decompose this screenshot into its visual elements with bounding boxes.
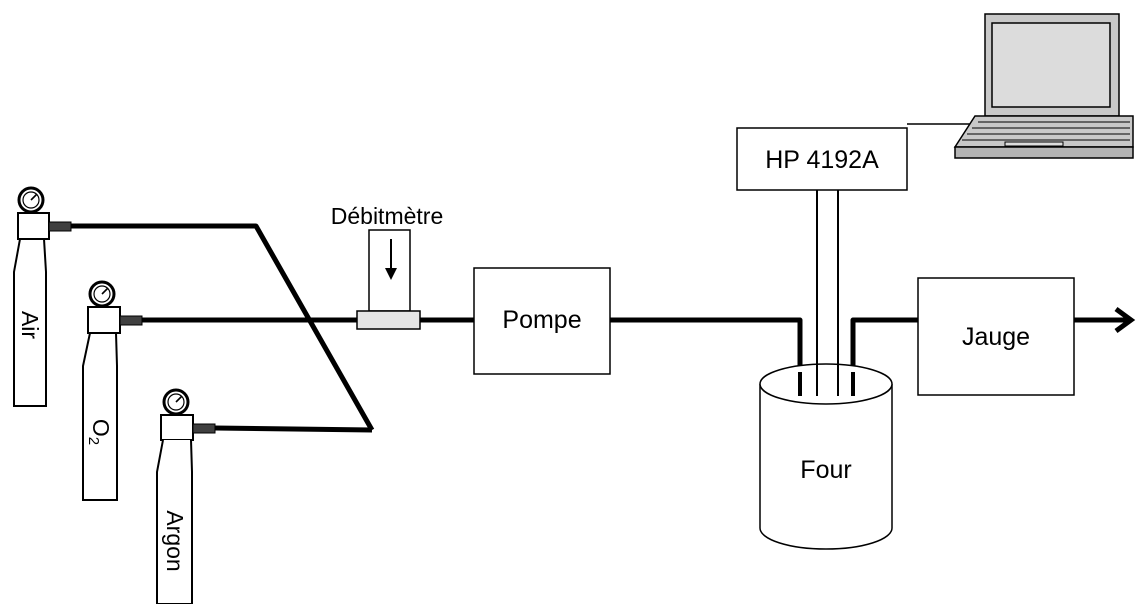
laptop-icon <box>953 13 1134 159</box>
argon-cylinder: Argon <box>156 388 216 604</box>
o2-label-main: O <box>88 419 114 437</box>
pressure-gauge-icon <box>162 388 190 416</box>
flowmeter-label: Débitmètre <box>331 203 443 229</box>
pressure-gauge-box: Jauge <box>917 277 1075 396</box>
furnace-probes <box>816 190 839 396</box>
argon-line <box>214 425 373 433</box>
impedance-analyzer: HP 4192A <box>736 127 908 191</box>
o2-cylinder-label: O2 <box>86 419 115 445</box>
air-cylinder-label: Air <box>17 311 43 339</box>
air-cylinder: Air <box>13 186 72 407</box>
pressure-gauge-icon <box>88 280 116 308</box>
air-line <box>71 223 375 432</box>
furnace: Four <box>759 363 893 550</box>
flowmeter-valve <box>356 310 421 330</box>
furnace-label: Four <box>800 456 851 484</box>
gauge-label: Jauge <box>962 323 1030 351</box>
o2-label-subscript: 2 <box>86 437 103 445</box>
pressure-gauge-icon <box>17 186 45 214</box>
arrow-right-icon <box>1114 306 1136 334</box>
pump-label: Pompe <box>502 306 581 334</box>
pump: Pompe <box>473 267 611 375</box>
o2-cylinder: O2 <box>82 280 143 501</box>
analyzer-label: HP 4192A <box>765 146 879 174</box>
flowmeter: Débitmètre <box>331 203 443 330</box>
argon-cylinder-label: Argon <box>162 510 188 571</box>
